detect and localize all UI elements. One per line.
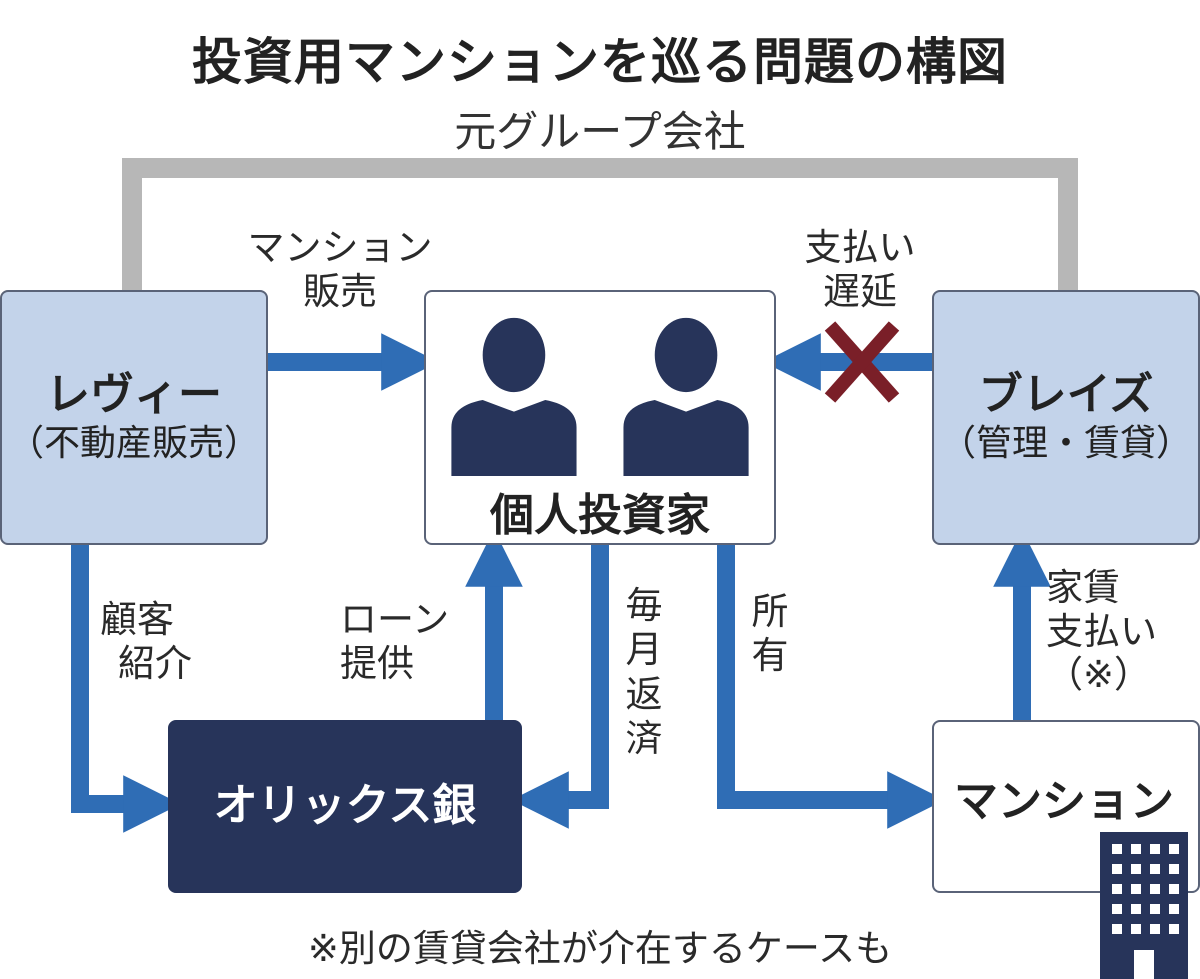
building-icon [1100,832,1188,979]
sale-label: マンション 販売 [247,226,433,313]
monthly-repay-label: 毎 月 返 済 [625,584,663,761]
blaze-name: ブレイズ [978,368,1154,420]
investor-name: 個人投資家 [490,490,710,542]
diagram-title: 投資用マンションを巡る問題の構図 [192,33,1008,91]
investor-box: 個人投資家 [424,290,776,545]
levy-name: レヴィー [46,368,222,420]
two-person-silhouettes-icon [451,317,749,477]
group-company-bracket [122,158,1078,290]
levy-role: （不動産販売） [7,423,260,465]
ownership-arrow [717,545,945,829]
rent-label: 家賃 支払い （※） [1046,566,1157,697]
footnote: ※別の賃貸会社が介在するケースも [307,927,893,970]
levy-box: レヴィー （不動産販売） [0,290,268,545]
blaze-role: （管理・賃貸） [939,423,1192,465]
orix-bank-box: オリックス銀 [168,720,522,893]
referral-arrow [71,545,181,833]
group-company-label: 元グループ会社 [454,107,746,156]
monthly-repay-arrow [511,545,609,829]
orix-bank-name: オリックス銀 [213,780,477,832]
cross-mark-icon [824,321,900,403]
ownership-label: 所 有 [751,590,789,678]
referral-label: 顧客 紹介 [100,598,192,685]
blaze-box: ブレイズ （管理・賃貸） [932,290,1200,545]
payment-delay-label: 支払い 遅延 [804,226,916,313]
loan-label: ローン 提供 [340,598,450,685]
mansion-name: マンション [954,776,1174,827]
